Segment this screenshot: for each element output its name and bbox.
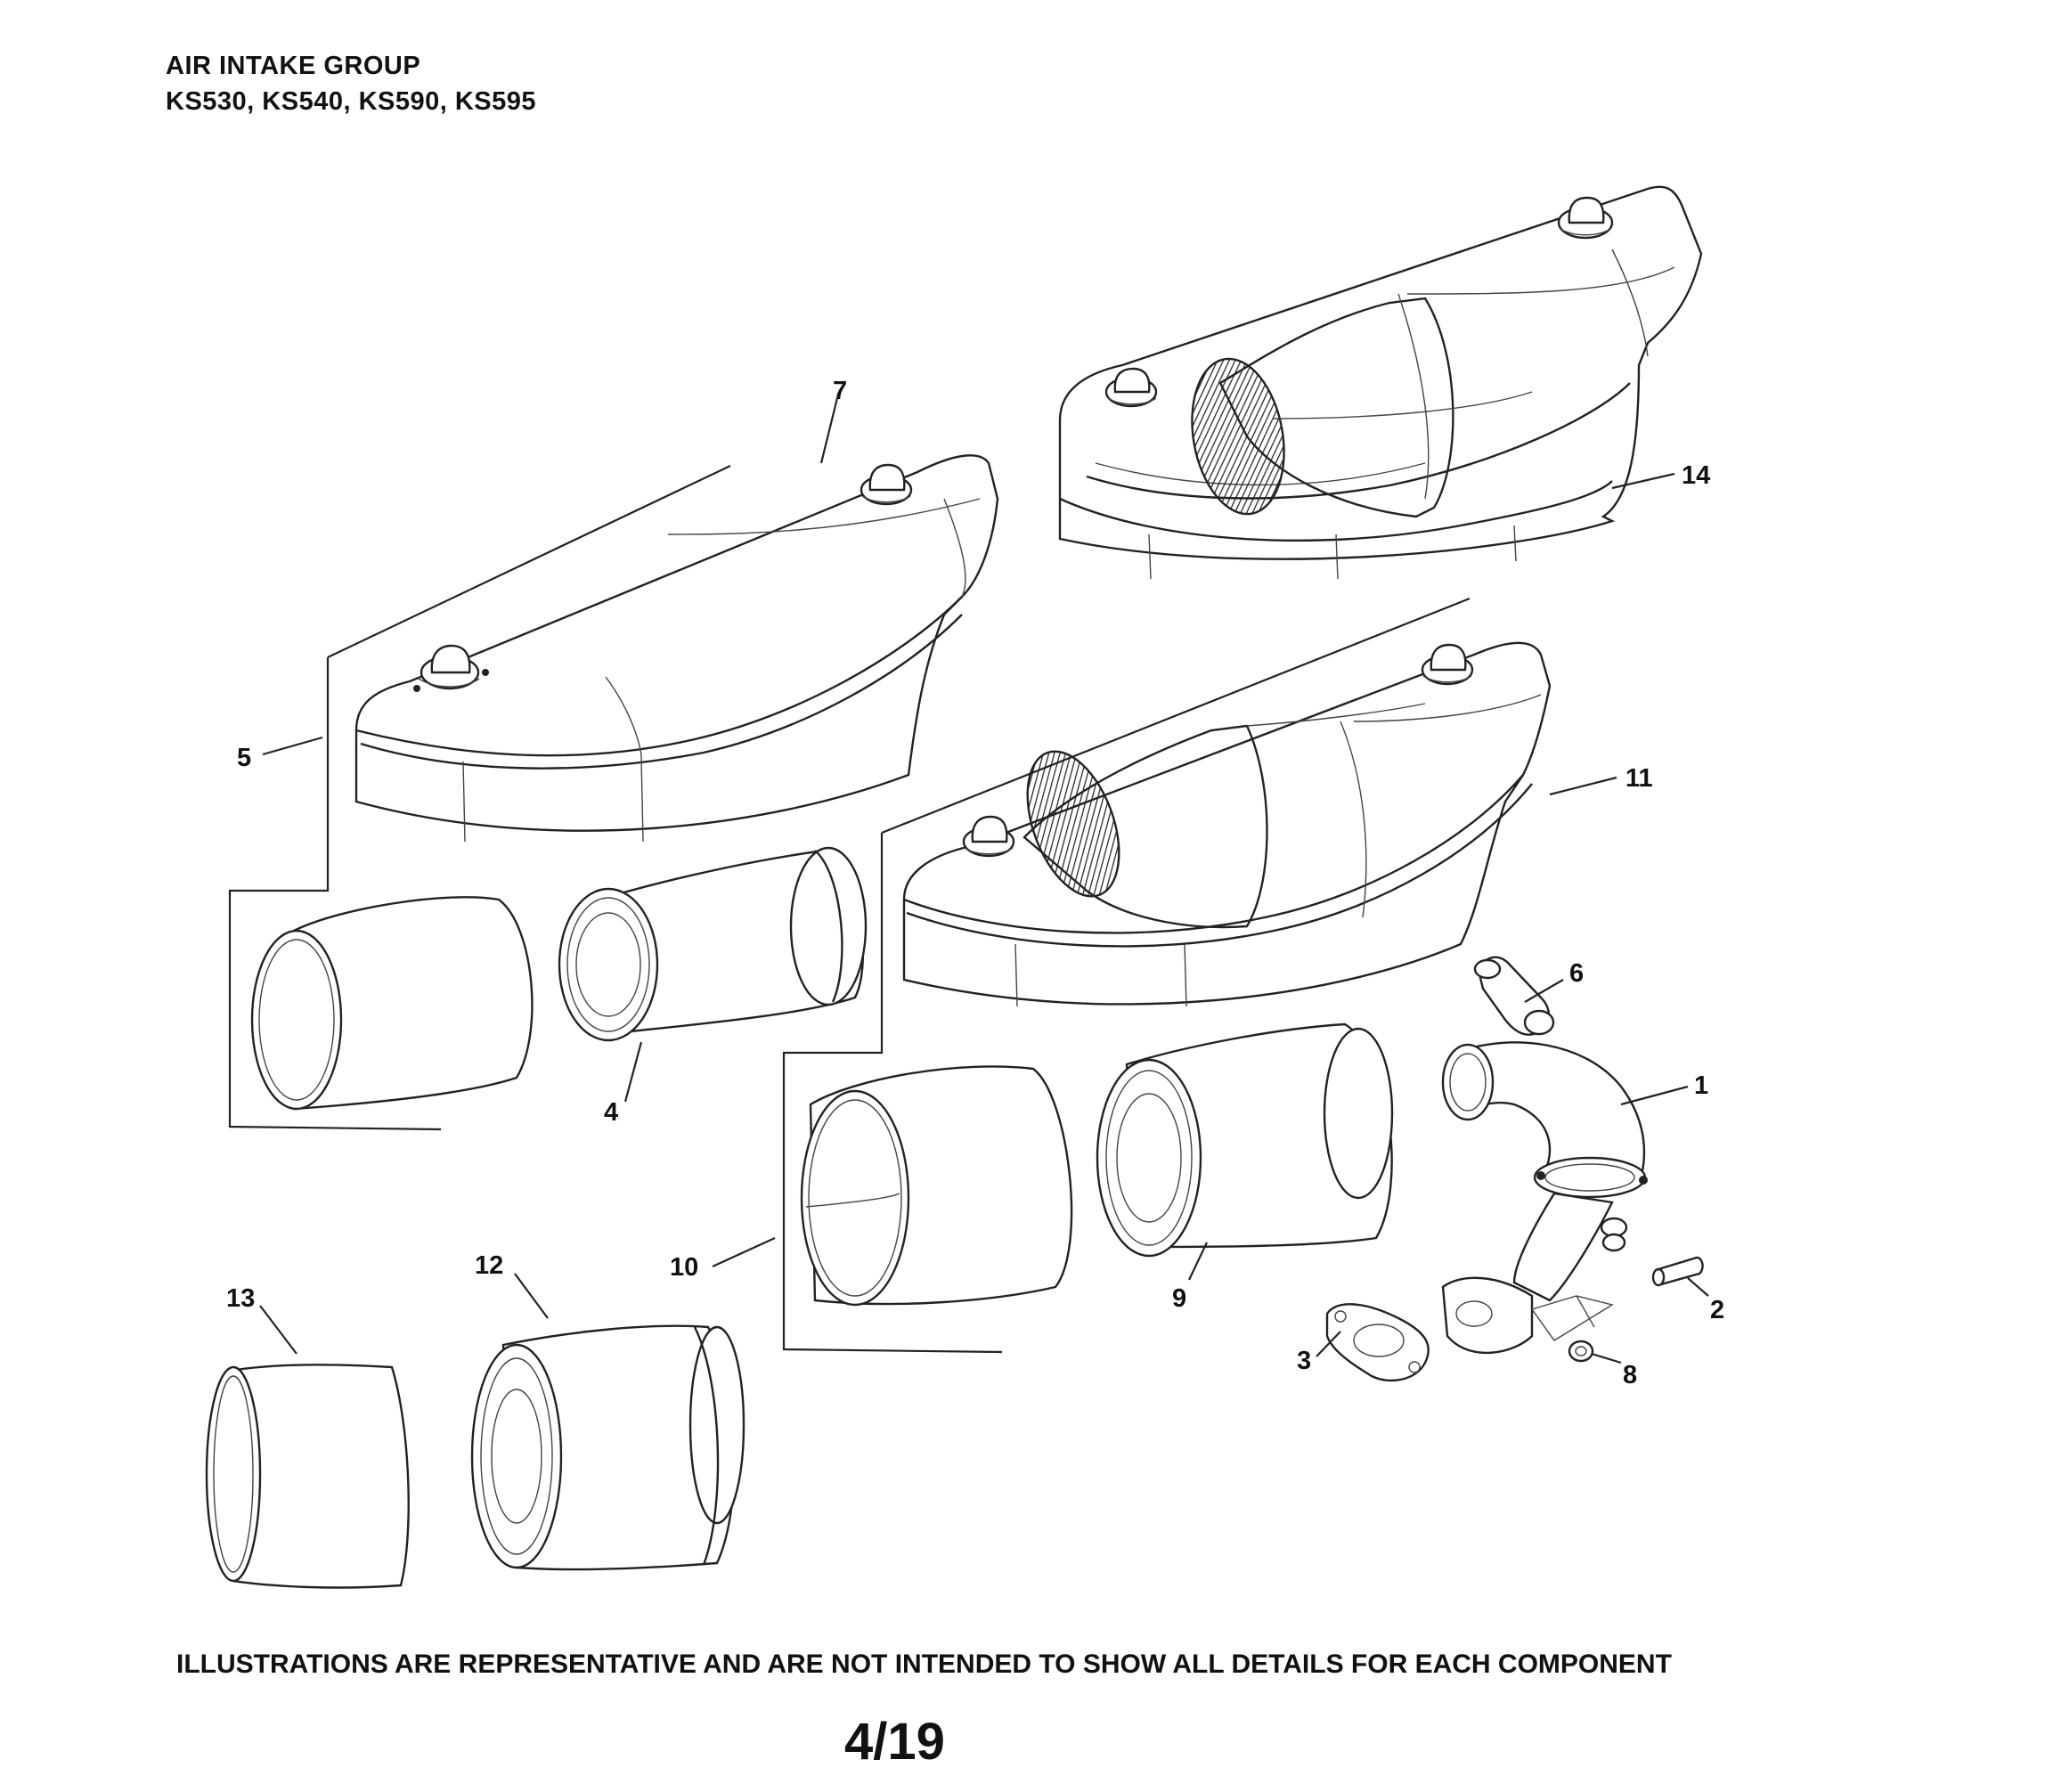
callout-7: 7 xyxy=(833,377,847,405)
callout-4: 4 xyxy=(604,1098,618,1127)
callout-1: 1 xyxy=(1694,1071,1708,1100)
disclaimer-text: ILLUSTRATIONS ARE REPRESENTATIVE AND ARE… xyxy=(176,1649,1672,1679)
callout-12: 12 xyxy=(475,1251,503,1280)
callout-8: 8 xyxy=(1623,1361,1637,1389)
knob-icon xyxy=(861,465,911,504)
knob-icon xyxy=(1106,369,1156,406)
callout-9: 9 xyxy=(1172,1284,1186,1313)
knob-icon xyxy=(413,646,489,692)
title-line-1: AIR INTAKE GROUP xyxy=(166,52,421,80)
callout-5: 5 xyxy=(237,744,251,772)
part-13-sleeve xyxy=(207,1364,409,1587)
part-3-gasket xyxy=(1327,1304,1429,1381)
title-line-2: KS530, KS540, KS590, KS595 xyxy=(166,87,537,116)
callout-3: 3 xyxy=(1297,1347,1311,1375)
part-1-elbow xyxy=(1443,1042,1648,1353)
page-number: 4/19 xyxy=(844,1713,945,1771)
bolt-icon xyxy=(1601,1218,1626,1250)
callout-6: 6 xyxy=(1569,959,1584,988)
part-filter-outer-left xyxy=(252,897,532,1109)
callout-11: 11 xyxy=(1625,764,1653,793)
part-11-cover xyxy=(904,643,1550,1006)
callout-13: 13 xyxy=(226,1284,255,1313)
callout-10: 10 xyxy=(670,1253,698,1282)
part-12-filter xyxy=(472,1326,744,1569)
part-8-nut xyxy=(1569,1341,1593,1361)
knob-icon xyxy=(1422,645,1472,684)
part-6-tube xyxy=(1475,957,1553,1035)
part-10-filter xyxy=(802,1066,1071,1305)
callout-14: 14 xyxy=(1682,461,1710,490)
diagram-title: AIR INTAKE GROUP KS530, KS540, KS590, KS… xyxy=(166,48,536,119)
knob-icon xyxy=(964,817,1014,856)
part-9-filter xyxy=(1097,1024,1392,1256)
part-2-pin xyxy=(1653,1258,1703,1285)
part-5-cover xyxy=(356,455,998,842)
part-4-filter xyxy=(559,848,866,1040)
knob-icon xyxy=(1559,198,1612,238)
part-14-cover xyxy=(1060,187,1701,579)
callout-2: 2 xyxy=(1710,1296,1724,1324)
